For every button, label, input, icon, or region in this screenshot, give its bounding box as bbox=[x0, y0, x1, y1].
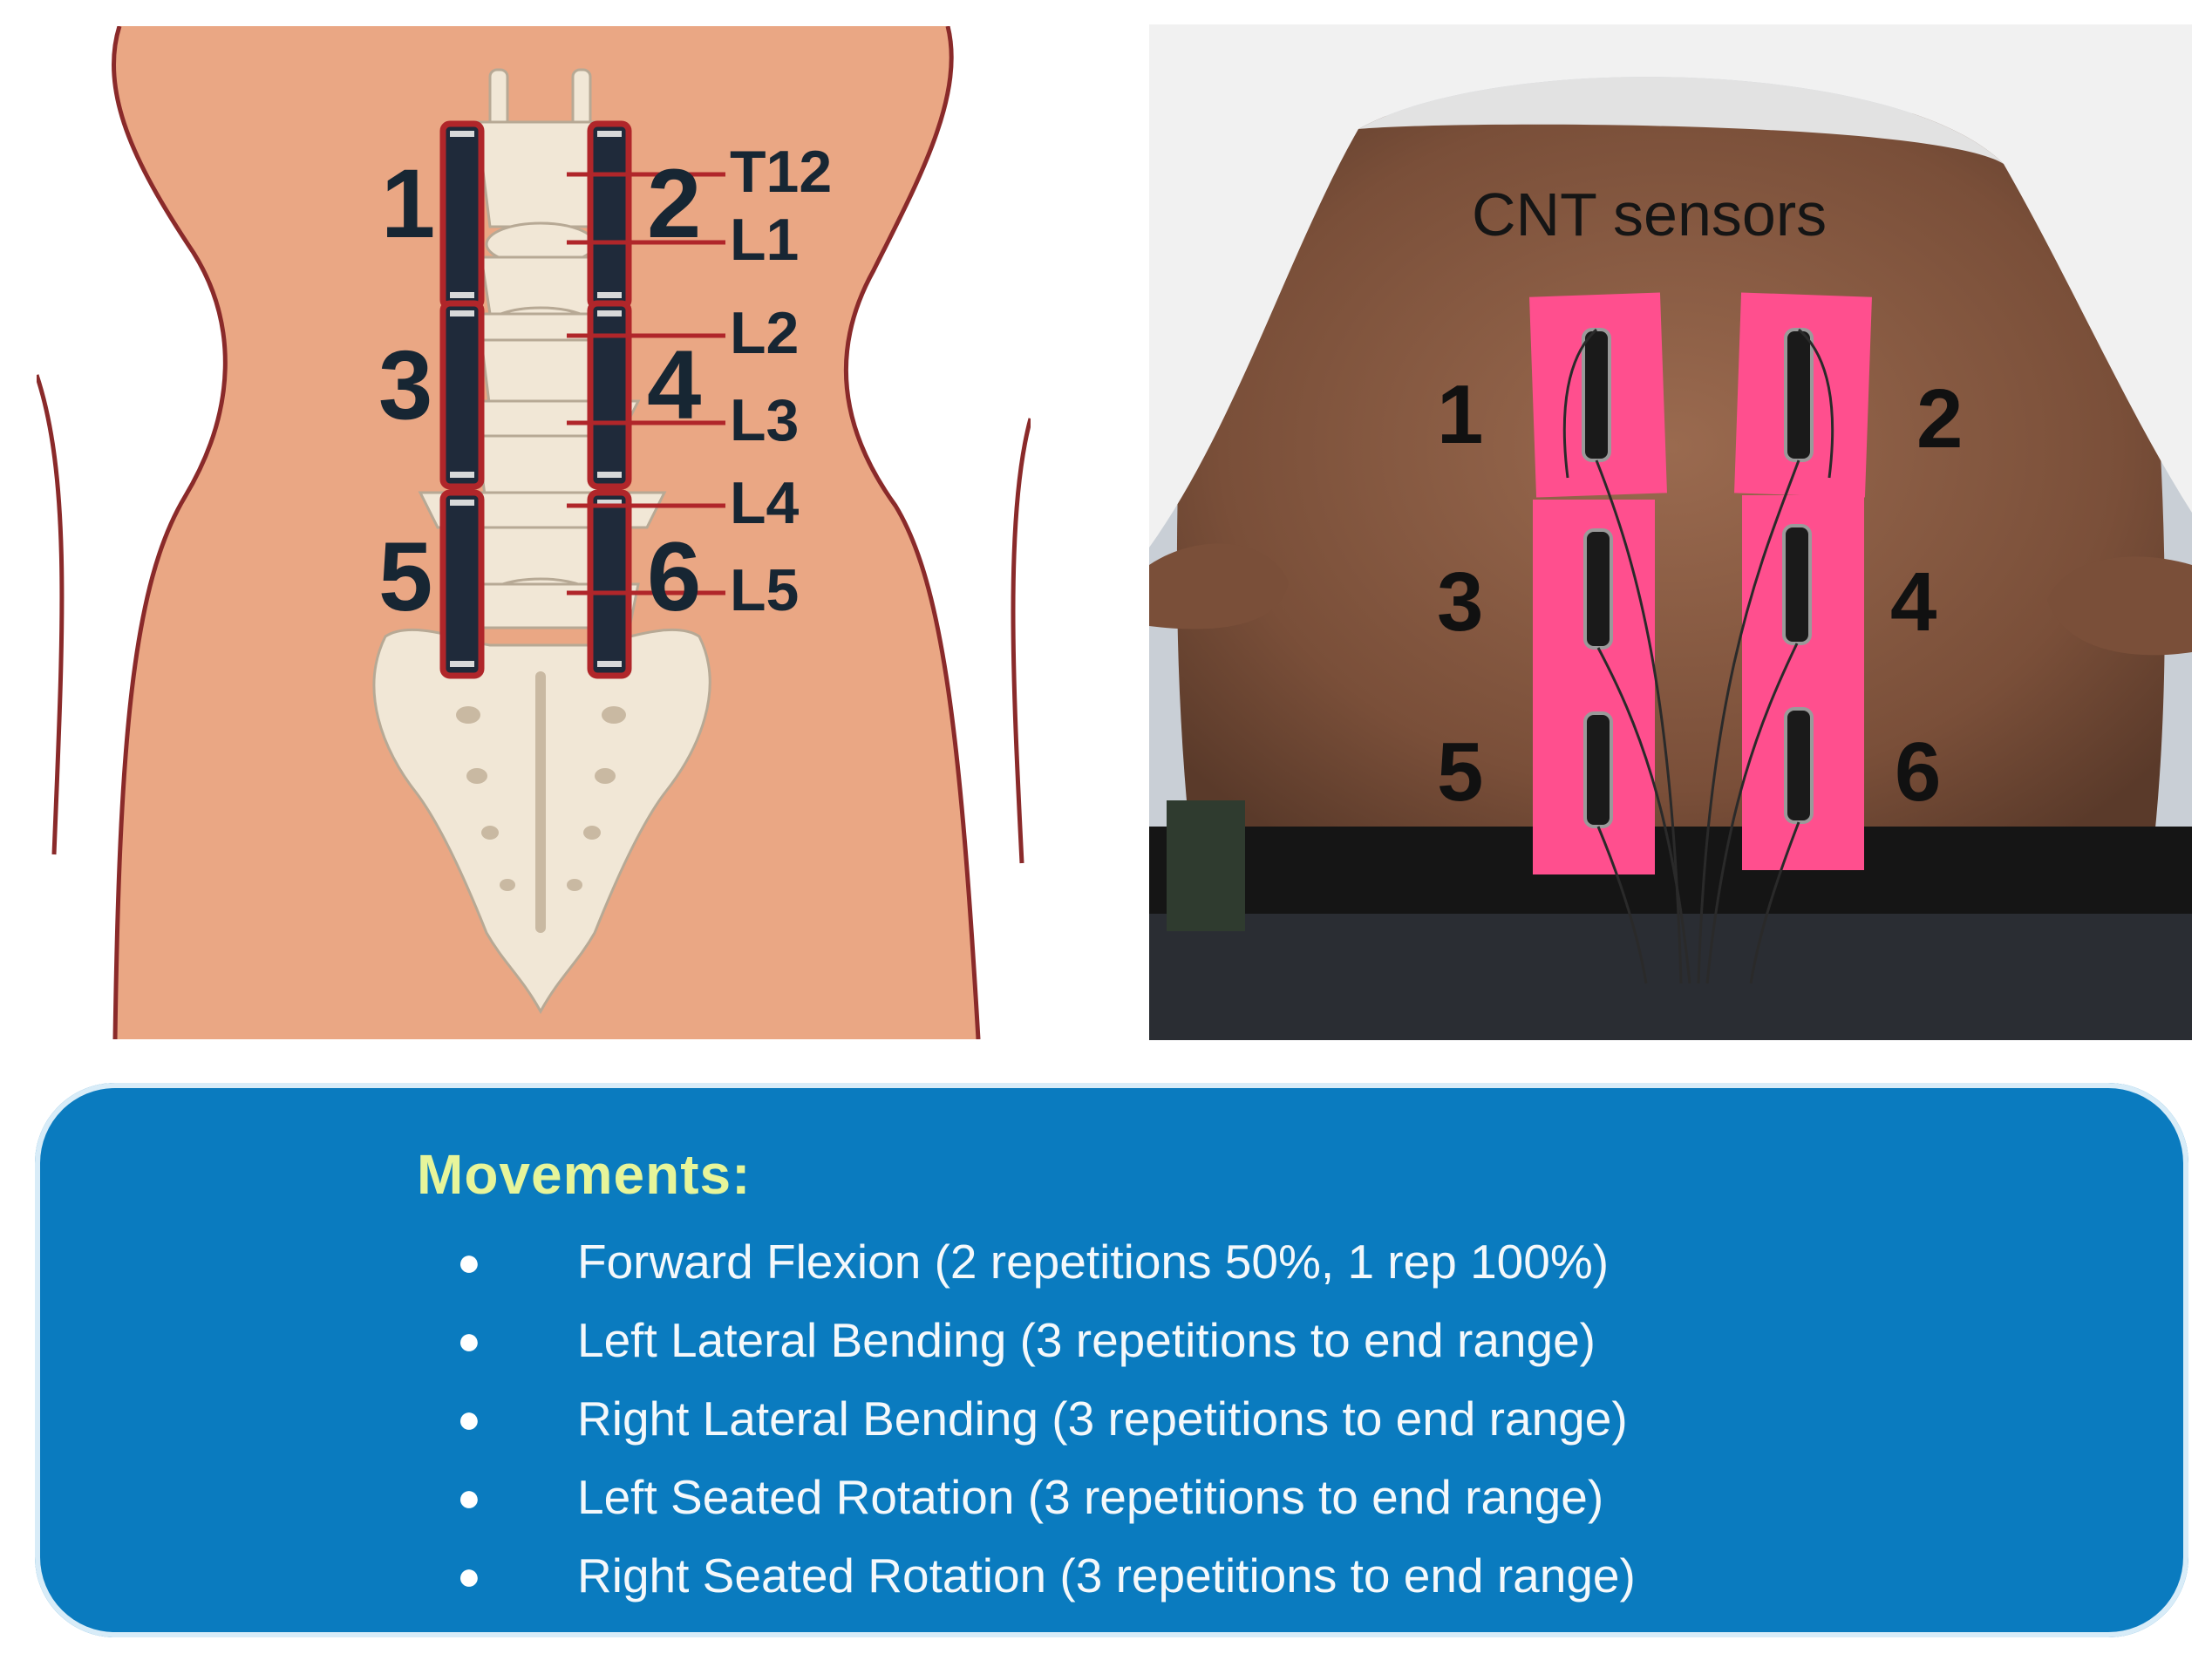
left-arm-gap bbox=[37, 26, 226, 1039]
vertebra-label-t12: T12 bbox=[730, 139, 832, 205]
photo-sensor-number-5: 5 bbox=[1437, 725, 1483, 819]
photo-sensor-4 bbox=[1782, 524, 1812, 645]
sacrum-foramina bbox=[456, 671, 626, 933]
anatomy-sensor-4 bbox=[587, 300, 632, 490]
bullet-icon: ● bbox=[457, 1474, 481, 1520]
anatomy-sensor-number-6: 6 bbox=[647, 522, 701, 631]
photo-sensor-3 bbox=[1583, 528, 1613, 650]
anatomy-sensor-number-1: 1 bbox=[381, 149, 435, 258]
anatomy-sensor-6 bbox=[587, 489, 632, 679]
vertebra-label-l1: L1 bbox=[730, 207, 799, 273]
bullet-icon: ● bbox=[457, 1317, 481, 1363]
movement-text: Left Lateral Bending (3 repetitions to e… bbox=[577, 1313, 1596, 1367]
photo-sensor-number-4: 4 bbox=[1890, 555, 1936, 649]
bullet-icon: ● bbox=[457, 1553, 481, 1598]
vertebra-leader-lines bbox=[567, 172, 725, 595]
vertebra-label-l5: L5 bbox=[730, 557, 799, 623]
pants bbox=[1149, 914, 2192, 1040]
photo-sensor-2 bbox=[1784, 328, 1814, 462]
sensor-wires bbox=[1562, 328, 1834, 984]
right-torso-outline bbox=[843, 26, 981, 1039]
anatomy-sensor-number-5: 5 bbox=[378, 522, 432, 631]
electronics-module bbox=[1167, 800, 1245, 931]
photo-sensor-number-2: 2 bbox=[1916, 372, 1963, 466]
photo-sensor-1 bbox=[1582, 328, 1611, 462]
anatomy-sensor-number-2: 2 bbox=[647, 149, 701, 258]
anatomy-sensor-number-4: 4 bbox=[647, 330, 701, 439]
right-arm-outline bbox=[1011, 418, 1031, 864]
belt bbox=[1149, 827, 2192, 922]
photo-sensor-6 bbox=[1784, 707, 1814, 824]
anatomy-sensors bbox=[439, 120, 632, 679]
photo-sensor-number-3: 3 bbox=[1437, 555, 1483, 649]
vertebra-label-l4: L4 bbox=[730, 470, 800, 536]
bullet-icon: ● bbox=[457, 1239, 481, 1284]
movement-text: Right Seated Rotation (3 repetitions to … bbox=[577, 1548, 1636, 1603]
anatomy-sensor-3 bbox=[439, 300, 485, 490]
anatomy-sensor-1 bbox=[439, 120, 485, 310]
movements-panel: Movements: ● Forward Flexion (2 repetitio… bbox=[35, 1083, 2188, 1637]
back-photo-illustration: CNT sensors 1 2 3 4 5 6 bbox=[1149, 24, 2192, 1040]
photo-sensor-number-6: 6 bbox=[1895, 725, 1941, 819]
photo-sensor-5 bbox=[1583, 711, 1613, 828]
anatomy-sensor-number-3: 3 bbox=[378, 330, 432, 439]
vertebra-label-l3: L3 bbox=[730, 387, 799, 453]
photo-title: CNT sensors bbox=[1472, 180, 1827, 248]
anatomy-sensor-2 bbox=[587, 120, 632, 310]
photo-sensor-number-1: 1 bbox=[1437, 368, 1483, 461]
movements-title: Movements: bbox=[417, 1143, 752, 1206]
right-arm-gap bbox=[846, 26, 1031, 1039]
left-torso-outline bbox=[111, 26, 228, 1039]
spine-diagram: 1 2 3 4 5 6 T12 L1 L2 L3 L4 L5 bbox=[37, 26, 1031, 1039]
bullet-icon: ● bbox=[457, 1396, 481, 1441]
anatomy-illustration: 1 2 3 4 5 6 T12 L1 L2 L3 L4 L5 bbox=[37, 26, 1031, 1039]
back-skin bbox=[1176, 107, 2165, 861]
left-arm-outline bbox=[37, 374, 65, 855]
movement-text: Left Seated Rotation (3 repetitions to e… bbox=[577, 1470, 1604, 1524]
movement-text: Right Lateral Bending (3 repetitions to … bbox=[577, 1392, 1628, 1446]
sensor-photo: CNT sensors 1 2 3 4 5 6 bbox=[1149, 24, 2192, 1040]
right-hand bbox=[2047, 556, 2192, 656]
shirt bbox=[1149, 24, 2192, 548]
anatomy-sensor-5 bbox=[439, 489, 485, 679]
movement-text: Forward Flexion (2 repetitions 50%, 1 re… bbox=[577, 1235, 1610, 1289]
vertebra-label-l2: L2 bbox=[730, 300, 799, 366]
left-hand bbox=[1149, 543, 1289, 629]
